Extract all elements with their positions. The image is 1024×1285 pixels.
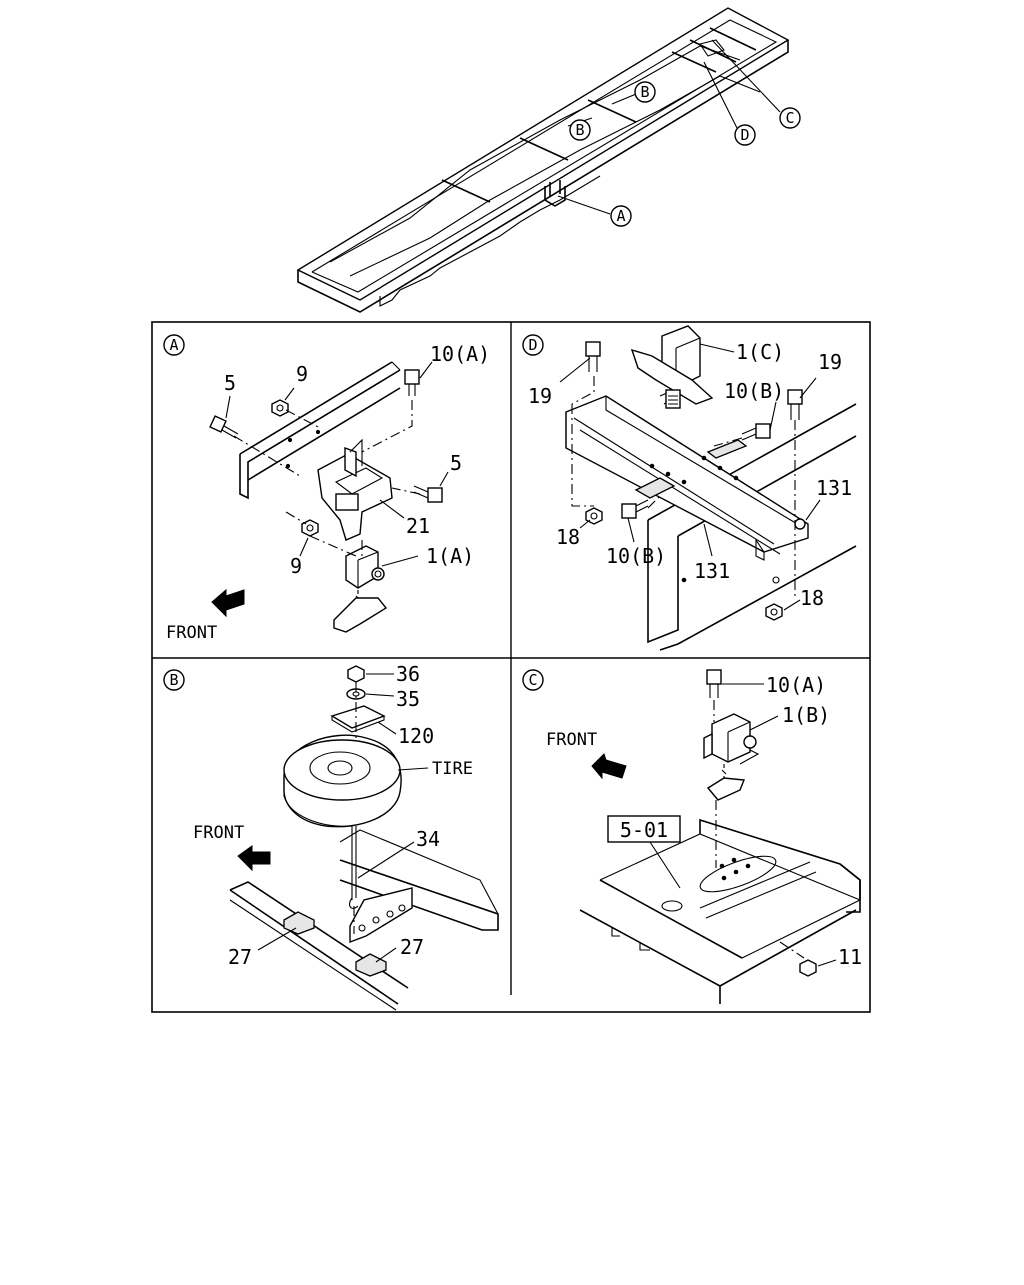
detail-panels-frame xyxy=(151,321,871,1013)
label-10b: 10(B) xyxy=(606,544,666,568)
hanger-1b xyxy=(703,713,760,801)
nut-9-top xyxy=(271,399,289,417)
label-1b: 1(B) xyxy=(782,703,830,727)
overview-callout-d: D xyxy=(734,124,756,146)
label-131: 131 xyxy=(694,559,730,583)
svg-text:B: B xyxy=(169,671,178,689)
front-label: FRONT xyxy=(546,730,597,750)
label-10a: 10(A) xyxy=(766,673,826,697)
spare-tire xyxy=(283,734,402,828)
label-tire: TIRE xyxy=(432,759,473,779)
label-5: 5 xyxy=(224,371,236,395)
label-34: 34 xyxy=(416,827,440,851)
front-label: FRONT xyxy=(166,623,217,643)
label-19: 19 xyxy=(818,350,842,374)
overview-callout-a: A xyxy=(610,205,632,227)
bolt-10b-upper xyxy=(741,423,771,441)
front-arrow-icon xyxy=(591,753,627,780)
label-120: 120 xyxy=(398,724,434,748)
front-arrow-icon xyxy=(237,845,271,872)
hook-34 xyxy=(349,826,359,909)
callout-b-text: B xyxy=(640,83,649,101)
reference-text: 5-01 xyxy=(620,818,668,842)
nut-36 xyxy=(347,665,365,683)
bolt-10a xyxy=(404,369,420,396)
svg-text:D: D xyxy=(528,336,537,354)
label-18: 18 xyxy=(800,586,824,610)
svg-text:A: A xyxy=(169,336,178,354)
panel-b-tag: B xyxy=(163,669,185,691)
overview-callout-c: C xyxy=(779,107,801,129)
panel-c-tag: C xyxy=(522,669,544,691)
label-27: 27 xyxy=(400,935,424,959)
panel-c: C xyxy=(522,669,862,1004)
label-10a: 10(A) xyxy=(430,342,490,366)
bolt-19-right xyxy=(787,389,803,420)
reference-box-5-01: 5-01 xyxy=(607,815,681,843)
overview-callout-b2: B xyxy=(569,119,591,141)
label-21: 21 xyxy=(406,514,430,538)
cross-channel-131 xyxy=(565,395,809,561)
hanger-1a xyxy=(333,545,388,633)
bolt-5-left xyxy=(209,415,239,439)
label-9: 9 xyxy=(296,362,308,386)
label-9: 9 xyxy=(290,554,302,578)
panel-d: D xyxy=(522,325,857,651)
chassis-section xyxy=(579,818,861,1004)
bolt-10b-lower xyxy=(621,499,649,519)
panel-a: A xyxy=(163,334,490,643)
callout-c-text: C xyxy=(785,109,794,127)
callout-d-text: D xyxy=(740,126,749,144)
callout-b-text: B xyxy=(575,121,584,139)
label-5: 5 xyxy=(450,451,462,475)
svg-text:C: C xyxy=(528,671,537,689)
panel-d-tag: D xyxy=(522,334,544,356)
panel-a-tag: A xyxy=(163,334,185,356)
callout-a-text: A xyxy=(616,207,625,225)
panel-b: B xyxy=(163,662,499,1011)
label-18: 18 xyxy=(556,525,580,549)
front-arrow-icon xyxy=(211,588,245,618)
label-27: 27 xyxy=(228,945,252,969)
bolt-10a xyxy=(706,669,722,698)
overview-callout-b1: B xyxy=(634,81,656,103)
front-label: FRONT xyxy=(193,823,244,843)
label-131: 131 xyxy=(816,476,852,500)
bolt-19-left xyxy=(585,341,601,372)
nut-131-hole xyxy=(772,518,806,584)
plate-120 xyxy=(330,705,386,733)
label-11: 11 xyxy=(838,945,862,969)
label-1c: 1(C) xyxy=(736,340,784,364)
frame-member xyxy=(647,403,857,651)
nut-18-right xyxy=(765,603,783,621)
label-35: 35 xyxy=(396,687,420,711)
label-10b: 10(B) xyxy=(724,379,784,403)
chassis-section xyxy=(229,829,499,1011)
label-19: 19 xyxy=(528,384,552,408)
label-36: 36 xyxy=(396,662,420,686)
hanger-1c xyxy=(630,325,714,409)
chassis-overview xyxy=(296,7,790,313)
bolt-5-right xyxy=(413,485,443,503)
bracket-21 xyxy=(317,438,393,541)
label-1a: 1(A) xyxy=(426,544,474,568)
nut-11 xyxy=(799,959,817,977)
frame-rail xyxy=(239,361,401,500)
